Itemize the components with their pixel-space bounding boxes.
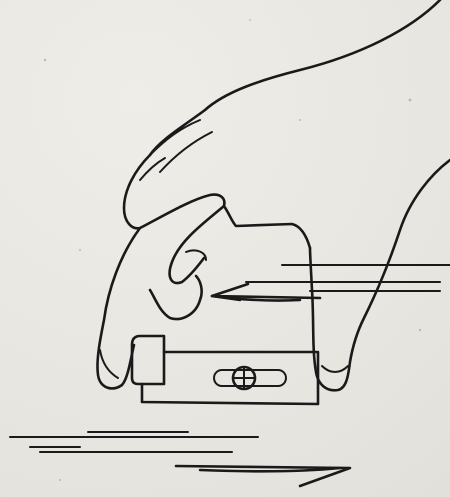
motion-arrow-left bbox=[212, 265, 450, 301]
paper-texture bbox=[44, 19, 421, 481]
hand-outline-top bbox=[150, 0, 440, 155]
index-finger bbox=[97, 155, 150, 388]
index-fingernail bbox=[100, 350, 118, 378]
motion-arrow-right bbox=[10, 432, 350, 486]
device-body bbox=[142, 352, 318, 404]
device bbox=[132, 336, 318, 404]
thumb bbox=[310, 160, 450, 390]
palm-top bbox=[224, 206, 310, 248]
device-top-edge bbox=[150, 352, 164, 384]
hand-underside bbox=[140, 195, 224, 228]
device-left-clip bbox=[132, 336, 164, 384]
knuckle-crease-1 bbox=[150, 120, 200, 155]
middle-finger bbox=[170, 206, 224, 283]
thumbnail bbox=[322, 366, 348, 372]
